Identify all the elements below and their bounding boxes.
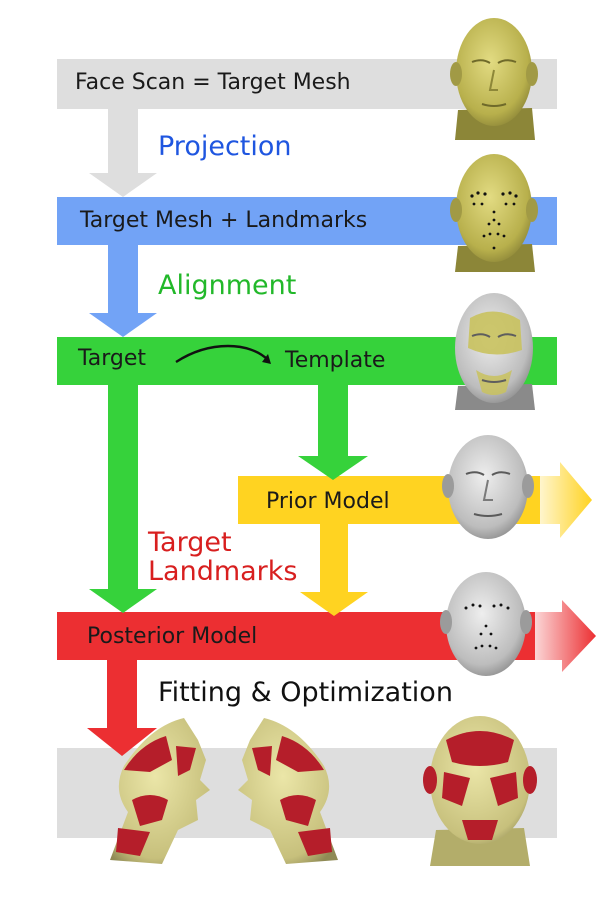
target-to-posterior-arrow	[89, 385, 157, 613]
projection-step-label: Projection	[158, 131, 292, 162]
prior-to-posterior-arrow	[300, 524, 368, 616]
face-scan-label: Face Scan = Target Mesh	[75, 70, 351, 95]
target-to-template-arrowhead	[262, 354, 271, 364]
fitting-step-label: Fitting & Optimization	[158, 677, 453, 708]
prior-model-label: Prior Model	[266, 489, 390, 514]
template-to-prior-arrow	[298, 385, 368, 480]
target-to-template-arrow	[175, 344, 269, 364]
posterior-to-fitting-arrow	[87, 660, 157, 756]
fit-front-image	[423, 716, 537, 866]
target-landmarks-label-line1: Target	[148, 527, 232, 558]
posterior-model-label: Posterior Model	[87, 624, 258, 649]
prior-output-arrow	[525, 462, 592, 538]
fit-right-profile-image	[238, 718, 338, 864]
target-label: Target	[78, 346, 147, 371]
projection-arrow	[89, 109, 157, 197]
posterior-output-arrow	[520, 600, 596, 672]
fit-left-profile-image	[110, 718, 210, 864]
face-scan-image	[450, 18, 538, 140]
alignment-step-label: Alignment	[158, 270, 297, 301]
alignment-arrow	[89, 245, 157, 337]
target-mesh-landmarks-label: Target Mesh + Landmarks	[80, 208, 368, 233]
face-overlay-image	[455, 293, 535, 410]
face-landmarks-image	[450, 154, 538, 272]
template-label: Template	[285, 348, 386, 373]
target-landmarks-label-line2: Landmarks	[148, 556, 298, 587]
posterior-face-image	[440, 572, 532, 676]
prior-face-image	[442, 435, 534, 539]
